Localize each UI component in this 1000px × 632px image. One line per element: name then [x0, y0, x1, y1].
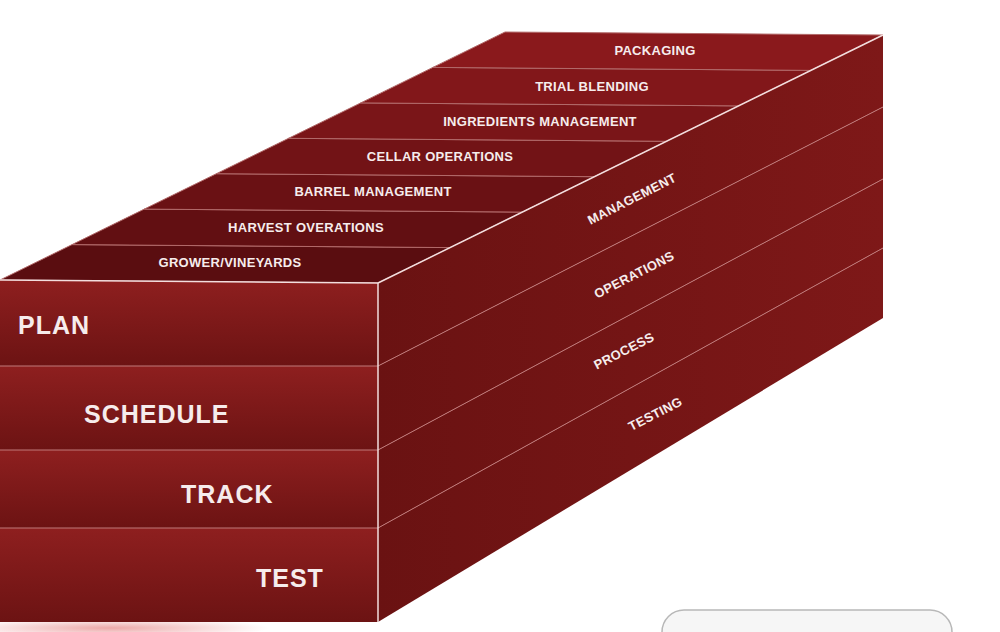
box-edges [0, 35, 883, 622]
side-band: PROCESS [587, 325, 662, 376]
side-face [378, 35, 883, 622]
band-label: GROWER/VINEYARDS [158, 255, 303, 270]
band-label: CELLAR OPERATIONS [367, 149, 515, 164]
band-label: PACKAGING [614, 43, 697, 58]
band-label: INGREDIENTS MANAGEMENT [443, 114, 638, 129]
side-band: MANAGEMENT [581, 165, 685, 231]
band-label: TESTING [626, 393, 686, 434]
side-band: TESTING [621, 389, 690, 437]
band-label: TEST [256, 564, 325, 593]
top-strip: TRIAL BLENDING [531, 77, 654, 96]
band-label: SCHEDULE [84, 400, 231, 429]
band-label: BARREL MANAGEMENT [294, 184, 453, 199]
front-band: TEST [252, 562, 329, 595]
front-band: PLAN [14, 309, 96, 342]
top-strip: CELLAR OPERATIONS [363, 147, 519, 166]
band-label: PLAN [18, 311, 92, 340]
top-strip: BARREL MANAGEMENT [290, 182, 457, 201]
button-shape [662, 610, 952, 632]
band-label: HARVEST OVERATIONS [228, 220, 385, 235]
band-label: TRIAL BLENDING [535, 79, 650, 94]
side-band: OPERATIONS [587, 244, 682, 305]
top-strip: HARVEST OVERATIONS [224, 218, 389, 237]
band-label: MANAGEMENT [585, 169, 680, 227]
front-band: SCHEDULE [80, 398, 235, 431]
top-strip: GROWER/VINEYARDS [154, 253, 307, 272]
band-label: TRACK [181, 480, 275, 509]
front-face [0, 280, 378, 622]
front-band: TRACK [177, 478, 279, 511]
top-strip: PACKAGING [610, 41, 701, 60]
top-strip: INGREDIENTS MANAGEMENT [439, 112, 642, 131]
band-label: PROCESS [591, 328, 658, 372]
band-label: OPERATIONS [591, 247, 677, 301]
